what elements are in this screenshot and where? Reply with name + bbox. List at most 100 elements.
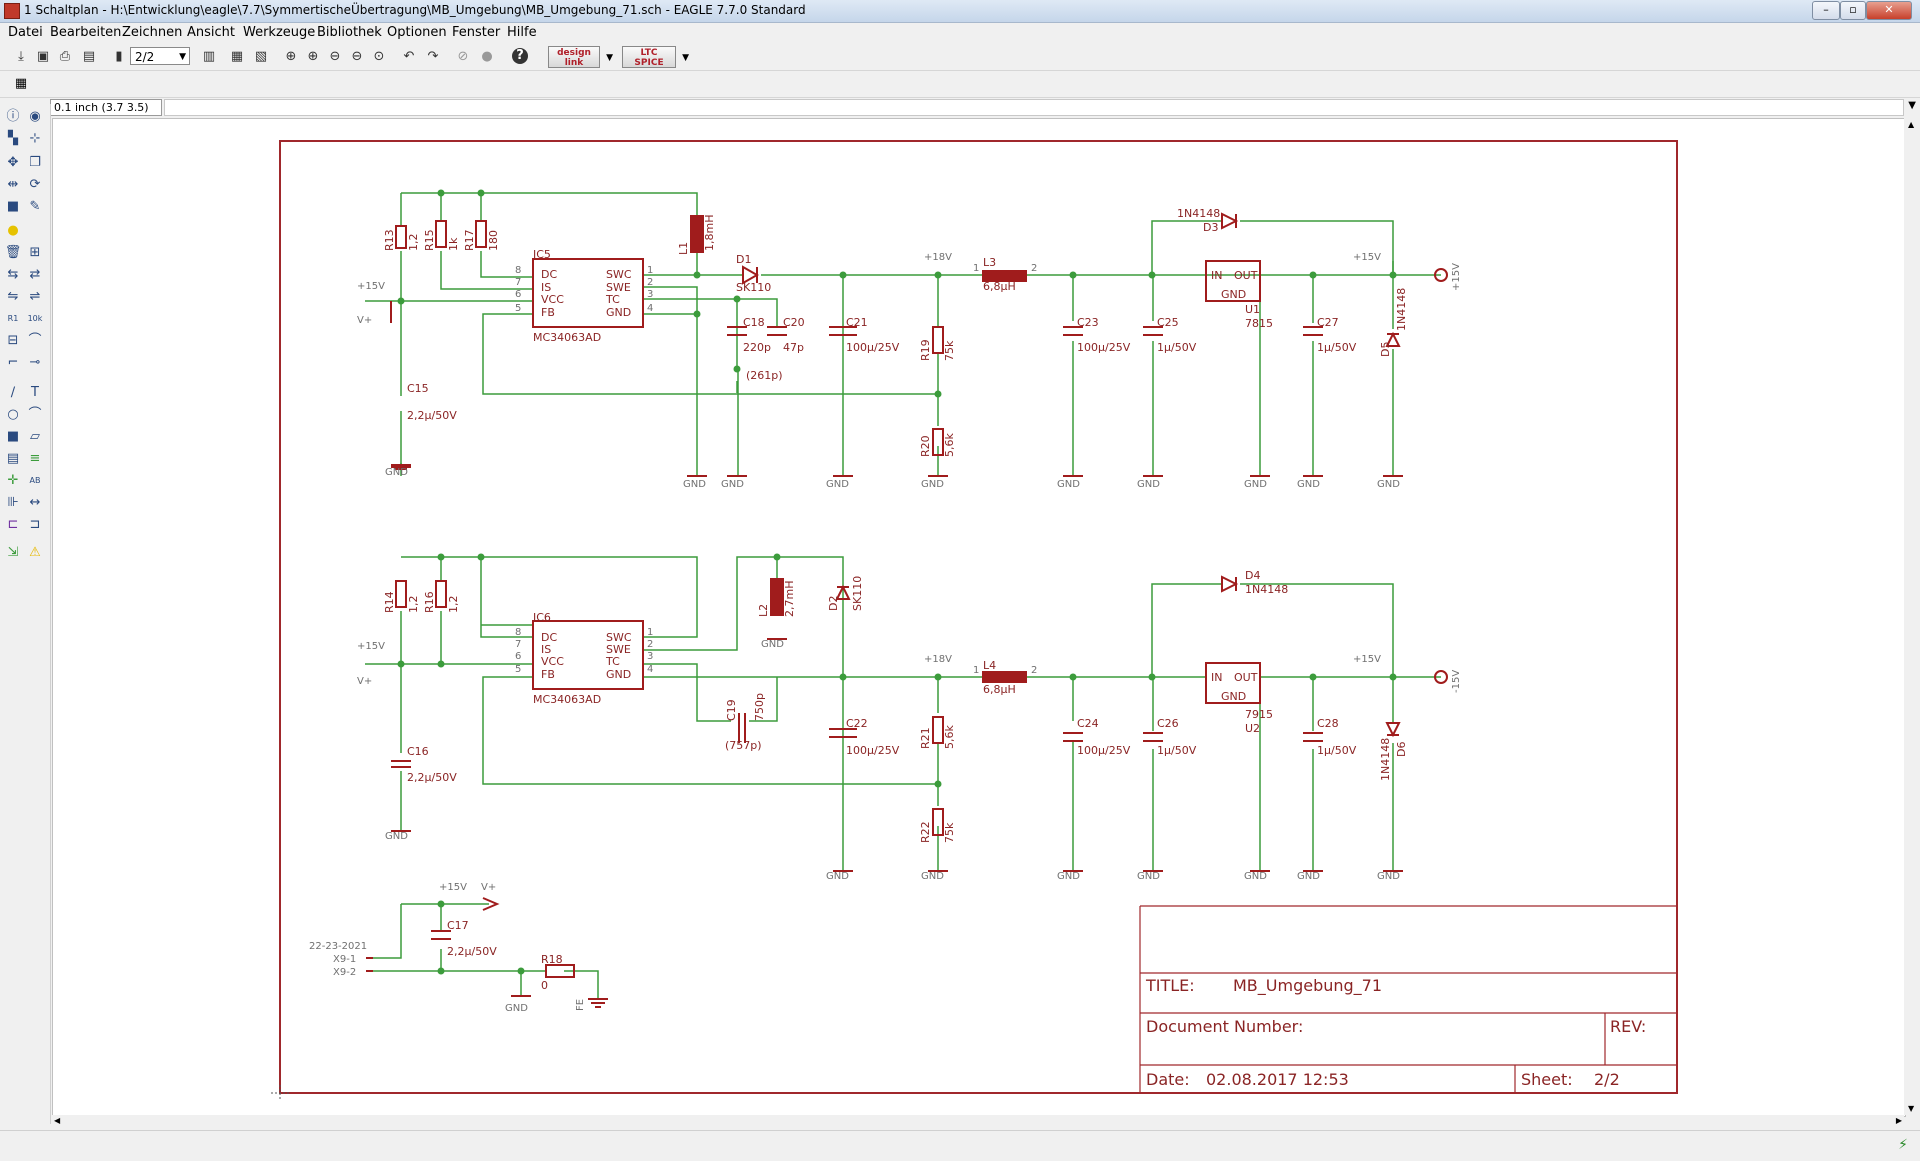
erc-icon[interactable]: ⇲ — [7, 545, 19, 560]
scroll-up-icon[interactable]: ▲ — [1908, 120, 1915, 129]
mark-icon[interactable]: ⊹ — [29, 131, 41, 146]
maximize-button[interactable]: ▫ — [1840, 1, 1866, 20]
scroll-left-icon[interactable]: ◀ — [54, 1116, 61, 1125]
label-icon[interactable]: AB — [29, 476, 41, 485]
sheet-icon[interactable]: ▧ — [254, 49, 268, 64]
menu-hilfe[interactable]: Hilfe — [507, 25, 537, 40]
value-icon[interactable]: 10k — [27, 314, 43, 323]
svg-text:1N4148: 1N4148 — [1245, 583, 1288, 596]
info-icon[interactable]: ⓘ — [6, 109, 20, 124]
menu-fenster[interactable]: Fenster — [452, 25, 501, 40]
chevron-down-icon[interactable]: ▼ — [1908, 100, 1916, 111]
dimension-icon[interactable]: ↔ — [29, 495, 41, 510]
svg-text:+15V: +15V — [1451, 263, 1462, 291]
smash-icon[interactable]: ⊟ — [7, 333, 19, 348]
name-icon[interactable]: R1 — [7, 314, 19, 323]
svg-text:IC6: IC6 — [533, 611, 551, 624]
svg-text:FB: FB — [541, 306, 555, 319]
polygon-icon[interactable]: ▱ — [30, 429, 40, 444]
svg-text:+18V: +18V — [924, 252, 952, 263]
show-icon[interactable]: ◉ — [29, 109, 41, 124]
minimize-button[interactable]: – — [1812, 1, 1840, 20]
close-button[interactable]: ✕ — [1866, 1, 1912, 20]
layer-icon[interactable]: ▥ — [202, 49, 216, 64]
zoom-select-icon[interactable]: ⊖ — [351, 49, 363, 64]
command-input[interactable] — [164, 99, 1904, 116]
warning-icon[interactable]: ⚠ — [29, 545, 41, 560]
help-icon[interactable]: ? — [512, 48, 528, 64]
change-icon[interactable]: ✎ — [29, 199, 41, 214]
arc-icon[interactable]: ⌒ — [28, 407, 42, 422]
text-icon[interactable]: T — [31, 385, 39, 400]
svg-text:R13: R13 — [383, 229, 396, 251]
junction-icon[interactable]: ✛ — [7, 473, 19, 488]
zoom-fit-icon[interactable]: ⊕ — [285, 49, 297, 64]
designlink-button[interactable]: design link ▼ — [548, 46, 613, 68]
svg-text:1µ/50V: 1µ/50V — [1157, 744, 1197, 757]
menu-datei[interactable]: Datei — [8, 25, 43, 40]
save-icon[interactable]: ▣ — [36, 49, 50, 64]
menu-bibliothek[interactable]: Bibliothek — [317, 25, 382, 40]
chevron-down-icon[interactable]: ▼ — [606, 53, 613, 63]
grid-icon[interactable]: ▦ — [230, 49, 244, 64]
menu-optionen[interactable]: Optionen — [387, 25, 447, 40]
line-icon[interactable]: ∕ — [10, 385, 16, 400]
delete-icon[interactable]: 🗑 — [4, 245, 22, 260]
svg-text:GND: GND — [721, 479, 744, 490]
sheet-selector[interactable]: 2/2▼ — [130, 47, 190, 65]
mirror-icon[interactable]: ⇹ — [7, 177, 19, 192]
attribute-icon[interactable]: ⊪ — [7, 495, 19, 510]
svg-text:1N4148: 1N4148 — [1177, 207, 1220, 220]
display-icon[interactable]: ▚ — [8, 131, 18, 146]
net-icon[interactable]: ≡ — [29, 451, 41, 466]
svg-text:VCC: VCC — [541, 655, 564, 668]
grid-toggle-icon[interactable]: ▦ — [14, 76, 28, 91]
cam-icon[interactable]: ▤ — [82, 49, 96, 64]
pinswap-icon[interactable]: ⇆ — [7, 267, 19, 282]
rect-icon[interactable]: ■ — [6, 429, 20, 444]
horizontal-scrollbar[interactable]: ◀ ▶ — [52, 1115, 1904, 1129]
gateswap-icon[interactable]: ⇄ — [29, 267, 41, 282]
port-icon[interactable]: ⊐ — [29, 517, 41, 532]
zoom-out-icon[interactable]: ⊖ — [329, 49, 341, 64]
origin-cross — [271, 1085, 291, 1101]
menu-zeichnen[interactable]: Zeichnen — [122, 25, 183, 40]
circle-icon[interactable]: ○ — [7, 407, 19, 422]
rotate-icon[interactable]: ⟳ — [29, 177, 41, 192]
scroll-right-icon[interactable]: ▶ — [1895, 1116, 1902, 1125]
stop-icon[interactable]: ⊘ — [457, 49, 469, 64]
print-icon[interactable]: ⎙ — [59, 49, 71, 64]
chevron-down-icon[interactable]: ▼ — [682, 53, 689, 63]
board-icon[interactable]: ▮ — [115, 49, 123, 64]
zoom-in-icon[interactable]: ⊕ — [307, 49, 319, 64]
undo-icon[interactable]: ↶ — [403, 49, 415, 64]
miter-icon[interactable]: ⌒ — [28, 333, 42, 348]
paste-icon[interactable]: ● — [7, 223, 19, 238]
copy-icon[interactable]: ❐ — [29, 155, 41, 170]
add-icon[interactable]: ⊞ — [29, 245, 41, 260]
svg-text:+15V: +15V — [1353, 252, 1381, 263]
menu-werkzeuge[interactable]: Werkzeuge — [243, 25, 316, 40]
menu-ansicht[interactable]: Ansicht — [187, 25, 236, 40]
ltspice-button[interactable]: LTC SPICE ▼ — [622, 46, 689, 68]
svg-text:GND: GND — [505, 1003, 528, 1014]
menu-bearbeiten[interactable]: Bearbeiten — [50, 25, 122, 40]
redo-icon[interactable]: ↷ — [427, 49, 439, 64]
go-icon[interactable]: ● — [481, 49, 493, 64]
optimize-icon[interactable]: ⊸ — [29, 355, 41, 370]
zoom-redraw-icon[interactable]: ⊙ — [373, 49, 385, 64]
scroll-down-icon[interactable]: ▼ — [1908, 1104, 1915, 1113]
svg-text:8: 8 — [515, 265, 521, 276]
split-icon[interactable]: ⌐ — [7, 355, 19, 370]
move-icon[interactable]: ✥ — [7, 155, 19, 170]
replace-icon[interactable]: ⇋ — [7, 289, 19, 304]
open-icon[interactable]: ⤓ — [18, 49, 24, 64]
svg-text:GND: GND — [1377, 871, 1400, 882]
module-icon[interactable]: ⊏ — [7, 517, 19, 532]
group-icon[interactable]: ■ — [6, 199, 20, 214]
vertical-scrollbar[interactable]: ▲ ▼ — [1904, 118, 1920, 1115]
bus-icon[interactable]: ▤ — [6, 451, 20, 466]
invoke-icon[interactable]: ⇌ — [29, 289, 41, 304]
frame-sheet-value: 2/2 — [1594, 1070, 1620, 1089]
schematic-canvas[interactable]: TITLE: MB_Umgebung_71 Document Number: R… — [52, 118, 1906, 1117]
